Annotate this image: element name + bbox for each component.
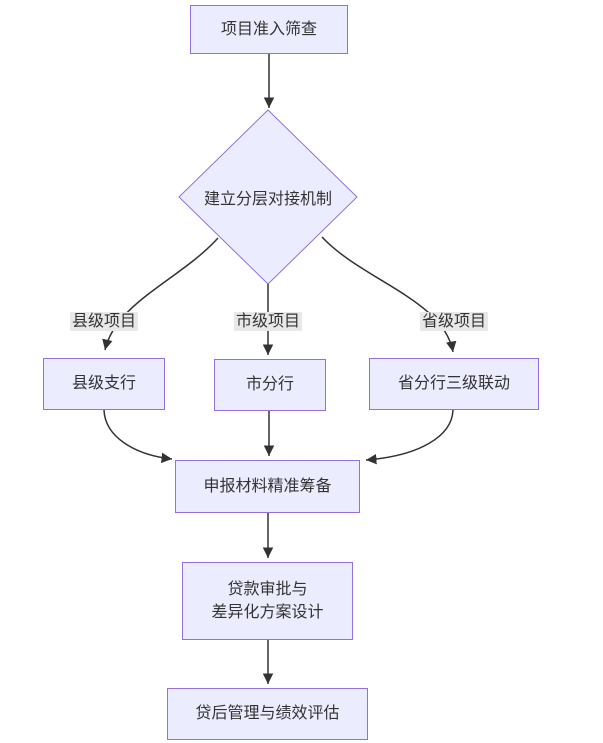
node-approval-line2: 差异化方案设计 bbox=[211, 604, 324, 621]
node-county-branch: 县级支行 bbox=[43, 358, 165, 410]
node-materials: 申报材料精准筹备 bbox=[175, 460, 360, 513]
node-approval: 贷款审批与 差异化方案设计 bbox=[182, 562, 353, 640]
node-screening: 项目准入筛查 bbox=[190, 5, 348, 54]
node-city-branch: 市分行 bbox=[214, 359, 326, 411]
edge-label-city-project: 市级项目 bbox=[233, 312, 303, 331]
edge-province-to-materials bbox=[365, 409, 454, 465]
edge-label-province-project: 省级项目 bbox=[419, 312, 489, 331]
node-approval-line1: 贷款审批与 bbox=[227, 580, 308, 598]
edge-mechanism-to-county bbox=[102, 237, 219, 351]
edge-label-county-project: 县级项目 bbox=[69, 312, 139, 331]
node-province-branch: 省分行三级联动 bbox=[369, 358, 539, 410]
edge-county-to-materials bbox=[103, 409, 173, 464]
node-post-loan: 贷后管理与绩效评估 bbox=[167, 688, 368, 740]
edge-mechanism-to-province bbox=[321, 236, 457, 353]
node-mechanism-label: 建立分层对接机制 bbox=[203, 191, 332, 208]
